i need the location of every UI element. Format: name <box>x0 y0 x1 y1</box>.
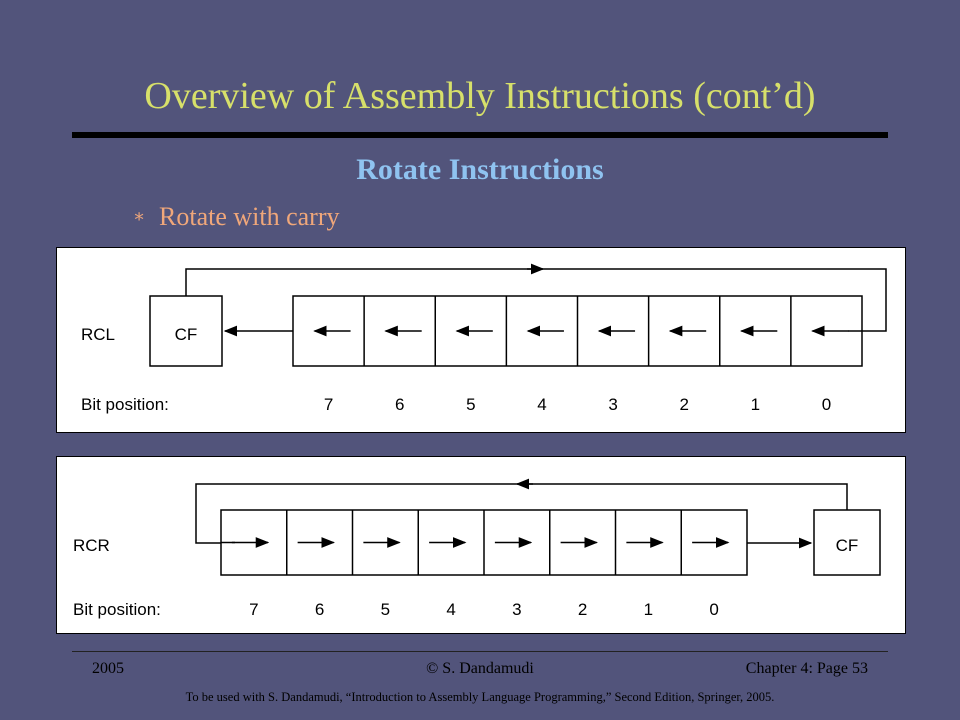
asterisk-bullet-icon: ∗ <box>133 206 146 226</box>
rcr-bit-number: 6 <box>315 600 324 619</box>
rcr-diagram-panel: RCR CF Bit position: 7 6 5 4 3 2 1 0 <box>56 456 906 634</box>
rcr-carry-flag-label: CF <box>836 536 859 555</box>
bullet-item: ∗ Rotate with carry <box>133 202 340 232</box>
rcr-bit-number: 7 <box>249 600 258 619</box>
rcr-label: RCR <box>73 536 110 555</box>
rcl-carry-flag-label: CF <box>175 325 198 344</box>
rcr-bit-numbers: 7 6 5 4 3 2 1 0 <box>249 600 719 619</box>
rcr-bit-dividers <box>286 510 682 575</box>
rcr-diagram: RCR CF Bit position: 7 6 5 4 3 2 1 0 <box>73 478 881 619</box>
footer-divider <box>72 651 888 652</box>
rcl-diagram-panel: RCL CF Bit position: 7 6 5 4 3 2 1 0 <box>56 247 906 433</box>
footer-year: 2005 <box>92 660 124 677</box>
rcl-bit-position-label: Bit position: <box>81 395 169 414</box>
slide-title: Overview of Assembly Instructions (cont’… <box>144 75 816 117</box>
footer-chapter: Chapter 4: Page 53 <box>745 660 868 677</box>
rcr-carry-feedback-line <box>195 483 848 544</box>
rcl-label: RCL <box>81 325 115 344</box>
rcr-bit-number: 2 <box>578 600 587 619</box>
rcl-carry-feedback-line <box>185 268 887 332</box>
rcr-bit-number: 3 <box>512 600 521 619</box>
rcl-bit-number: 6 <box>395 395 404 414</box>
rcr-bit-number: 1 <box>644 600 653 619</box>
rcl-bit-number: 2 <box>679 395 688 414</box>
rcr-bit-number: 4 <box>446 600 455 619</box>
rcl-bit-number: 3 <box>608 395 617 414</box>
rcl-bit-number: 7 <box>324 395 333 414</box>
rcl-bit-number: 5 <box>466 395 475 414</box>
slide-subtitle: Rotate Instructions <box>356 153 604 186</box>
footer-credit: To be used with S. Dandamudi, “Introduct… <box>185 690 775 704</box>
rcl-bit-number: 4 <box>537 395 546 414</box>
rcl-bit-dividers <box>363 296 792 366</box>
rcr-bit-number: 0 <box>709 600 718 619</box>
footer-author: © S. Dandamudi <box>426 660 534 677</box>
rcr-bit-position-label: Bit position: <box>73 600 161 619</box>
rcr-bit-number: 5 <box>381 600 390 619</box>
rcl-bit-number: 0 <box>822 395 831 414</box>
rcl-bit-number: 1 <box>751 395 760 414</box>
rcl-diagram: RCL CF Bit position: 7 6 5 4 3 2 1 0 <box>81 263 887 414</box>
rcl-bit-numbers: 7 6 5 4 3 2 1 0 <box>324 395 831 414</box>
title-divider <box>72 132 888 138</box>
bullet-text: Rotate with carry <box>159 202 340 231</box>
